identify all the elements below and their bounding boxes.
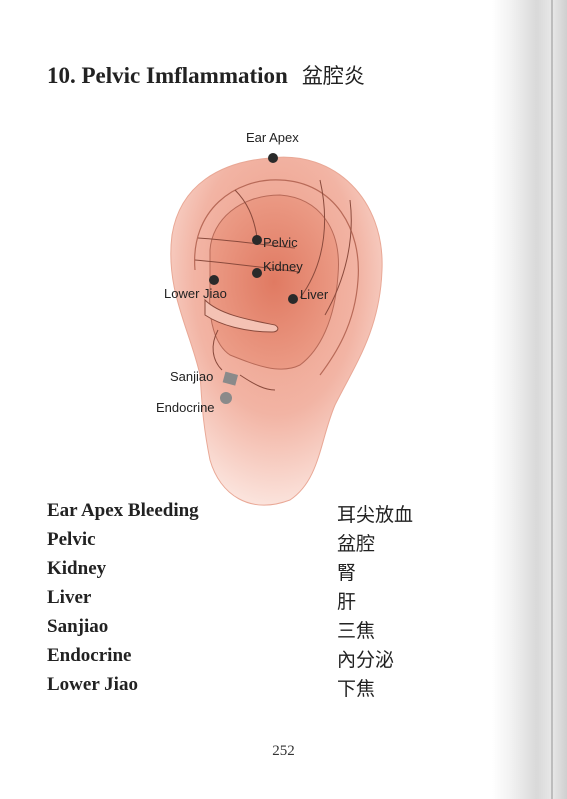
concha-shape <box>209 194 339 370</box>
pelvic-label: Pelvic <box>263 235 298 250</box>
concha-ridge-line <box>324 199 352 316</box>
list-item: Liver 肝 <box>47 587 447 615</box>
lower-jiao-label: Lower Jiao <box>164 286 227 301</box>
list-item: Ear Apex Bleeding 耳尖放血 <box>47 500 447 528</box>
point-english: Ear Apex Bleeding <box>47 500 199 521</box>
kidney-point <box>252 268 262 278</box>
page-edge-line <box>551 0 553 799</box>
list-item: Endocrine 內分泌 <box>47 645 447 673</box>
antihelix-crus-line <box>197 237 296 249</box>
point-chinese: 腎 <box>337 562 357 584</box>
point-chinese: 肝 <box>337 591 357 613</box>
pelvic-point <box>252 235 262 245</box>
point-chinese: 下焦 <box>337 678 376 700</box>
point-english: Lower Jiao <box>47 674 138 695</box>
point-chinese: 耳尖放血 <box>337 504 414 526</box>
ear-apex-point <box>268 153 278 163</box>
page-title: 10. Pelvic Imflammation 盆腔炎 <box>47 60 365 90</box>
page-number: 252 <box>272 743 295 759</box>
point-english: Kidney <box>47 558 107 579</box>
helix-contour <box>194 179 359 376</box>
sanjiao-point <box>222 371 239 386</box>
ear-diagram: Ear Apex Pelvic Kidney Lower Jiao Liver … <box>150 120 430 510</box>
antitragus-line <box>239 374 276 391</box>
title-text: 10. Pelvic Imflammation <box>47 63 288 88</box>
tragus-line <box>212 329 223 371</box>
liver-point <box>288 294 298 304</box>
point-english: Pelvic <box>47 529 96 550</box>
antihelix-middle-line <box>194 259 301 273</box>
point-chinese: 內分泌 <box>337 649 395 671</box>
ear-apex-label: Ear Apex <box>246 130 299 145</box>
list-item: Sanjiao 三焦 <box>47 616 447 644</box>
liver-label: Liver <box>300 287 329 302</box>
point-english: Sanjiao <box>47 616 109 637</box>
kidney-label: Kidney <box>263 259 303 274</box>
endocrine-label: Endocrine <box>156 400 215 415</box>
helix-root-shape <box>204 298 279 333</box>
list-item: Lower Jiao 下焦 <box>47 674 447 702</box>
antihelix-right-line <box>299 179 326 299</box>
list-item: Kidney 腎 <box>47 558 447 586</box>
list-item: Pelvic 盆腔 <box>47 529 447 557</box>
point-english: Endocrine <box>47 645 132 666</box>
sanjiao-label: Sanjiao <box>170 369 213 384</box>
point-chinese: 三焦 <box>337 620 376 642</box>
title-chinese: 盆腔炎 <box>301 64 365 88</box>
page-binding-shadow <box>492 0 567 799</box>
lower-jiao-point <box>209 275 219 285</box>
endocrine-point <box>220 392 232 404</box>
point-english: Liver <box>47 587 92 608</box>
point-chinese: 盆腔 <box>337 533 376 555</box>
ear-illustration: Ear Apex Pelvic Kidney Lower Jiao Liver … <box>156 130 383 506</box>
